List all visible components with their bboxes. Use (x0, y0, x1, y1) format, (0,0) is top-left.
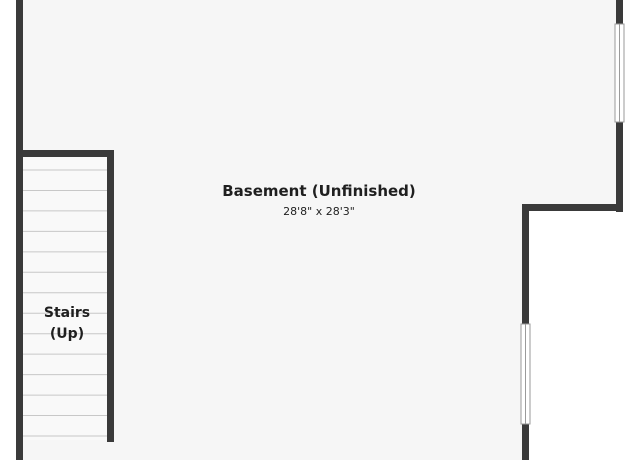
wall-left (16, 0, 23, 460)
wall-stairs-top (16, 150, 114, 157)
basement-room-dimensions: 28'8" x 28'3" (283, 205, 355, 218)
basement-floor (20, 0, 620, 460)
stairs-label: Stairs (44, 305, 90, 321)
wall-stairs-right (107, 150, 114, 442)
window-upper-right (614, 23, 625, 123)
stair-treads (23, 169, 107, 437)
basement-room-name: Basement (Unfinished) (222, 182, 416, 200)
window-lower-right (520, 323, 531, 425)
stairs-area (22, 154, 111, 440)
stairs-direction-label: (Up) (50, 326, 84, 342)
wall-step (522, 204, 623, 211)
